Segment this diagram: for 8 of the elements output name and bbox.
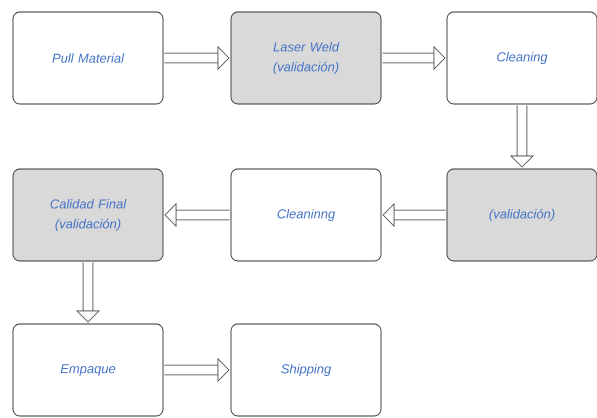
process-box: Pull Material [12,12,164,104]
process-box: Cleaning [446,12,597,104]
process-box: (validación) [446,168,597,262]
process-box: Empaque [12,324,164,416]
process-box: Cleaninng [230,168,382,262]
process-box: Calidad Final (validación) [12,168,164,262]
process-box: Shipping [230,324,382,416]
process-box: Laser Weld (validación) [230,12,382,104]
